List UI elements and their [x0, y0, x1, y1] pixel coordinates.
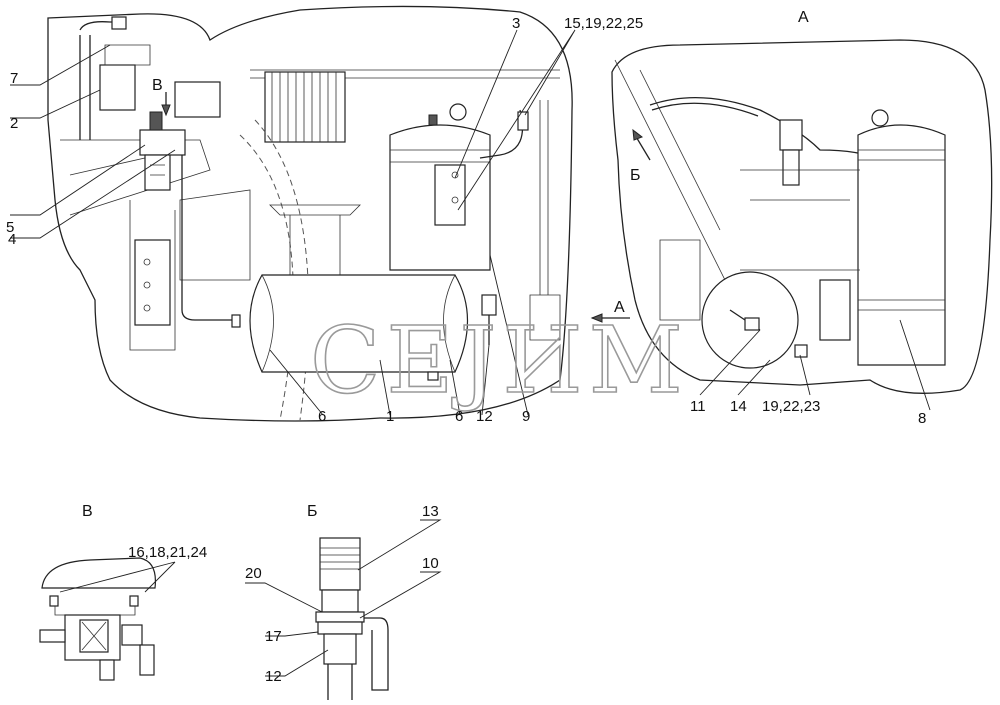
callout-8: 8 — [918, 410, 926, 427]
watermark-text: СЕЈИМ — [310, 307, 689, 414]
main-view-outline — [47, 5, 573, 422]
callout-13: 13 — [422, 503, 439, 520]
quick-coupler-13 — [319, 537, 361, 591]
callout-16-18-21-24: 16,18,21,24 — [128, 544, 207, 561]
callout-3: 3 — [512, 15, 520, 32]
detail-b — [315, 537, 389, 700]
detail-title-b: Б — [307, 503, 318, 520]
view-a-receiver — [857, 124, 946, 366]
view-a — [611, 39, 993, 394]
callout-4: 4 — [8, 231, 16, 248]
view-label-b-arrow: Б — [630, 167, 641, 184]
callout-14: 14 — [730, 398, 747, 415]
callout-12-detail: 12 — [265, 668, 282, 685]
callout-5: 5 — [6, 219, 14, 236]
vertical-receiver-3 — [389, 103, 491, 271]
bracket-plate — [134, 239, 171, 326]
view-label-a-arrow: А — [614, 299, 625, 316]
view-a-valve — [779, 119, 803, 151]
view-label-a: А — [798, 9, 809, 26]
callout-9: 9 — [522, 408, 530, 425]
callout-11: 11 — [690, 398, 706, 415]
main-view — [47, 5, 630, 422]
callout-20: 20 — [245, 565, 262, 582]
dryer-block — [174, 81, 221, 118]
leader-lines — [10, 29, 931, 677]
callout-19-22-23: 19,22,23 — [762, 398, 820, 415]
view-label-v-arrow: В — [152, 77, 163, 94]
callout-15-19-22-25: 15,19,22,25 — [564, 15, 643, 32]
air-receiver-1 — [231, 274, 468, 381]
callout-6-left: 6 — [318, 408, 326, 425]
drain-valve-12 — [481, 294, 497, 345]
radiator — [264, 71, 346, 143]
callout-17: 17 — [265, 628, 282, 645]
callout-2: 2 — [10, 115, 18, 132]
detail-v — [39, 557, 157, 681]
pressure-regulator — [139, 111, 186, 191]
callout-6-right: 6 — [455, 408, 463, 425]
callout-12: 12 — [476, 408, 493, 425]
callout-1: 1 — [386, 408, 394, 425]
callout-10: 10 — [422, 555, 439, 572]
callout-7: 7 — [10, 70, 18, 87]
view-a-outline — [611, 39, 993, 394]
detail-title-v: В — [82, 503, 93, 520]
